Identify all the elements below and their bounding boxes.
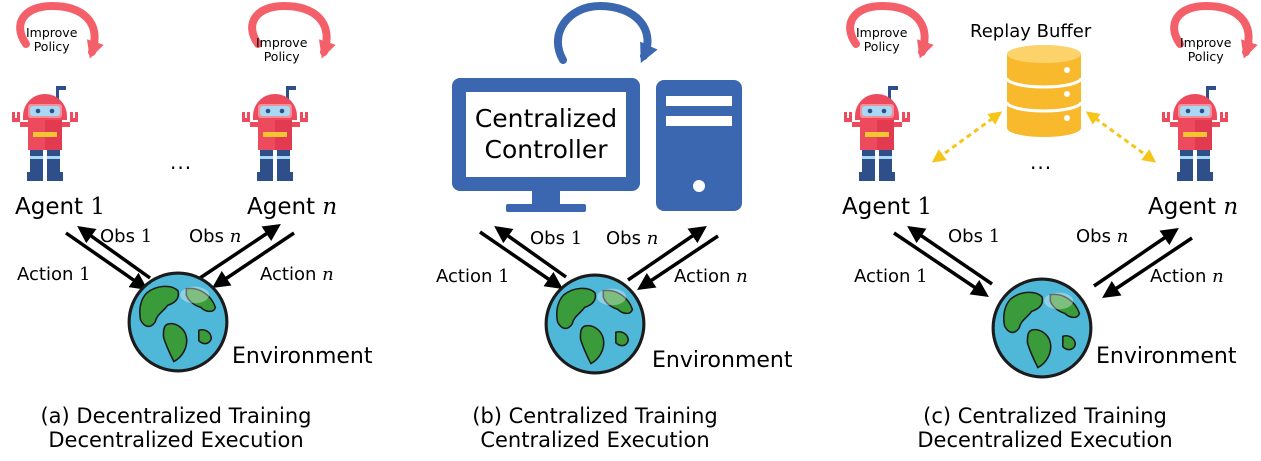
centralized-controller-label: Centralized Controller — [474, 104, 618, 164]
dashed-arrow-right — [1085, 111, 1157, 163]
cycle-arrow-a1 — [16, 1, 104, 59]
improve-policy-label-c2: Improve Policy — [1180, 35, 1232, 64]
arrow-action-n-b — [637, 234, 719, 290]
environment-label-c: Environment — [1096, 344, 1237, 369]
agent-n-label-c: Agent n — [1148, 194, 1239, 220]
obs-n-label-a: Obs n — [189, 226, 242, 247]
caption-a: (a) Decentralized Training Decentralized… — [40, 404, 312, 452]
improve-policy-label-c1: Improve Policy — [856, 25, 908, 54]
agent-1-label-a: Agent 1 — [15, 194, 106, 220]
cycle-arrow-c2 — [1170, 1, 1258, 59]
database-icon — [1005, 45, 1083, 137]
environment-label-b: Environment — [652, 348, 793, 373]
improve-policy-label-a1: Improve Policy — [26, 25, 78, 54]
robot-icon-a1 — [12, 86, 78, 181]
agent-n-label-a: Agent n — [247, 194, 338, 220]
obs-1-label-a: Obs 1 — [100, 226, 153, 247]
dashed-arrow-left — [931, 111, 1003, 163]
caption-b: (b) Centralized Training Centralized Exe… — [472, 404, 718, 452]
arrow-obs-1-a — [77, 225, 152, 280]
arrow-action-1-c — [893, 231, 989, 297]
robot-icon-a2 — [242, 86, 308, 181]
arrow-action-n-a — [212, 231, 295, 288]
globe-icon-a — [127, 271, 229, 373]
robot-icon-c1 — [844, 86, 910, 181]
robot-icon-c2 — [1162, 86, 1228, 181]
obs-n-label-c: Obs n — [1076, 226, 1129, 247]
agent-1-label-c: Agent 1 — [842, 194, 933, 220]
obs-n-label-b: Obs n — [606, 228, 659, 249]
arrow-obs-n-b — [627, 226, 707, 282]
action-n-label-b: Action n — [674, 266, 748, 287]
globe-icon-b — [544, 273, 646, 375]
arrow-obs-n-c — [1093, 228, 1179, 288]
action-n-label-c: Action n — [1150, 266, 1224, 287]
arrow-action-1-b — [479, 230, 563, 289]
improve-policy-label-a2: Improve Policy — [256, 35, 308, 64]
action-1-label-b: Action 1 — [436, 266, 510, 287]
obs-1-label-c: Obs 1 — [948, 226, 1001, 247]
obs-1-label-b: Obs 1 — [530, 228, 583, 249]
environment-label-a: Environment — [232, 344, 373, 369]
cycle-arrow-b — [554, 1, 658, 64]
action-1-label-a: Action 1 — [17, 264, 91, 285]
computer-tower-icon — [656, 80, 742, 211]
caption-c: (c) Centralized Training Decentralized E… — [917, 404, 1173, 452]
cycle-arrow-a2 — [248, 1, 336, 59]
arrow-obs-1-b — [494, 225, 568, 279]
arrow-obs-1-c — [907, 226, 993, 286]
action-n-label-a: Action n — [260, 264, 334, 285]
replay-buffer-label: Replay Buffer — [970, 21, 1092, 42]
cycle-arrow-c1 — [846, 1, 934, 59]
ellipsis-c: ... — [1030, 150, 1053, 174]
ellipsis-a: ... — [170, 150, 193, 174]
arrow-obs-n-a — [199, 224, 281, 280]
action-1-label-c: Action 1 — [854, 266, 928, 287]
arrow-action-n-c — [1102, 236, 1193, 298]
globe-icon-c — [991, 277, 1093, 379]
